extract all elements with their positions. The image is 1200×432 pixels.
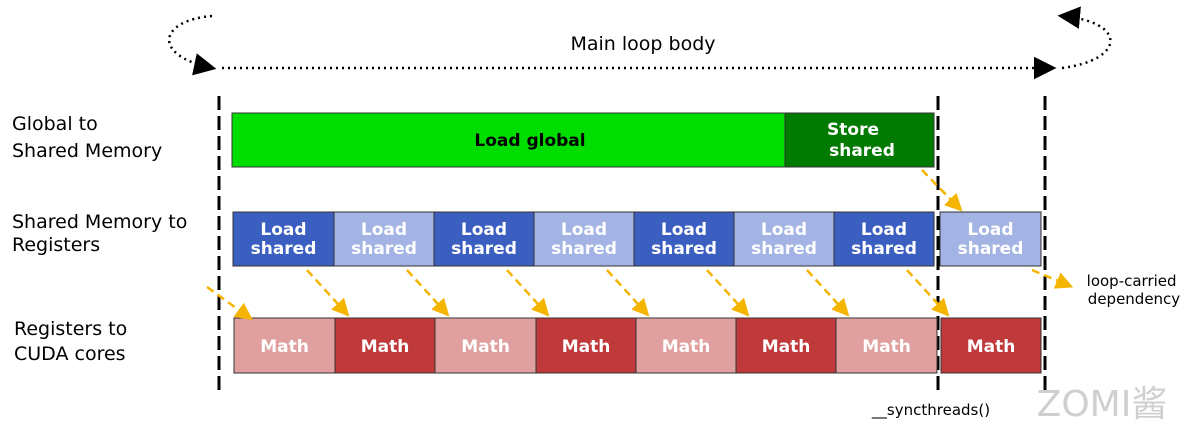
row-label-registers-to-cuda: Registers to CUDA cores (14, 318, 133, 365)
row-label-line: Registers to (14, 318, 127, 340)
load-shared-line: Load (761, 220, 807, 240)
dependency-arrow (606, 269, 650, 317)
math-label: Math (361, 337, 410, 357)
row-label-line: CUDA cores (14, 343, 126, 365)
load-shared-line: shared (551, 239, 617, 259)
math-label: Math (260, 337, 309, 357)
loop-carried-label: loop-carried dependency (1087, 272, 1182, 308)
loop-curve-left (167, 14, 217, 76)
math-block (434, 317, 537, 374)
math-block (940, 317, 1042, 374)
load-shared-line: shared (251, 239, 317, 259)
loop-carried-line: loop-carried (1087, 272, 1177, 290)
store-shared-line: Store (827, 120, 879, 140)
load-shared-line: shared (958, 239, 1024, 259)
loop-curve-right (1057, 6, 1112, 70)
load-global-label: Load global (474, 131, 585, 151)
loop-carried-line: dependency (1088, 290, 1181, 308)
math-label: Math (562, 337, 611, 357)
row-label-shared-to-registers: Shared Memory to Registers (12, 211, 193, 256)
load-shared-line: Load (260, 220, 306, 240)
load-shared-line: Load (361, 220, 407, 240)
load-shared-block (433, 211, 535, 267)
load-shared-line: shared (651, 239, 717, 259)
math-row: Math Math Math Math Math Math Math Math (233, 317, 1042, 374)
dependency-arrow (706, 269, 750, 317)
dependency-arrow (306, 269, 350, 317)
math-label: Math (461, 337, 510, 357)
row-label-line: Registers (12, 234, 100, 256)
syncthreads-label: __syncthreads() (871, 401, 990, 420)
math-block (535, 317, 637, 374)
store-shared-line: shared (829, 141, 895, 161)
load-shared-line: shared (351, 239, 417, 259)
dependency-arrow (806, 269, 850, 317)
load-shared-line: Load (967, 220, 1013, 240)
load-shared-block (833, 211, 935, 267)
math-label: Math (862, 337, 911, 357)
row-label-line: Shared Memory to (12, 211, 187, 233)
row-label-global-to-shared: Global to Shared Memory (12, 113, 162, 162)
load-shared-block (232, 211, 335, 267)
load-shared-line: Load (461, 220, 507, 240)
dependency-arrow (206, 285, 253, 321)
watermark-logo: ZOMI酱 (1037, 384, 1168, 425)
load-shared-line: shared (751, 239, 817, 259)
store-shared-label: Store shared (827, 120, 895, 161)
diagram-title: Main loop body (570, 33, 715, 55)
dependency-arrow (906, 269, 950, 317)
load-shared-line: Load (561, 220, 607, 240)
dependency-arrow (1031, 268, 1074, 289)
math-label: Math (967, 337, 1016, 357)
row-label-line: Shared Memory (12, 140, 162, 162)
load-shared-block (939, 211, 1042, 267)
math-label: Math (762, 337, 811, 357)
math-block (334, 317, 436, 374)
load-shared-line: shared (851, 239, 917, 259)
dependency-arrow (921, 169, 963, 212)
load-global-block (231, 112, 786, 168)
load-shared-block (333, 211, 435, 267)
math-block (835, 317, 938, 374)
math-label: Math (662, 337, 711, 357)
row-label-line: Global to (12, 113, 98, 135)
store-shared-block (784, 112, 935, 168)
math-block (233, 317, 336, 374)
dependency-arrow (406, 269, 450, 317)
dependency-arrows (206, 169, 1074, 321)
load-shared-line: Load (661, 220, 707, 240)
dependency-arrow (506, 269, 550, 317)
load-shared-block (533, 211, 635, 267)
load-shared-line: Load (861, 220, 907, 240)
load-shared-line: shared (451, 239, 517, 259)
